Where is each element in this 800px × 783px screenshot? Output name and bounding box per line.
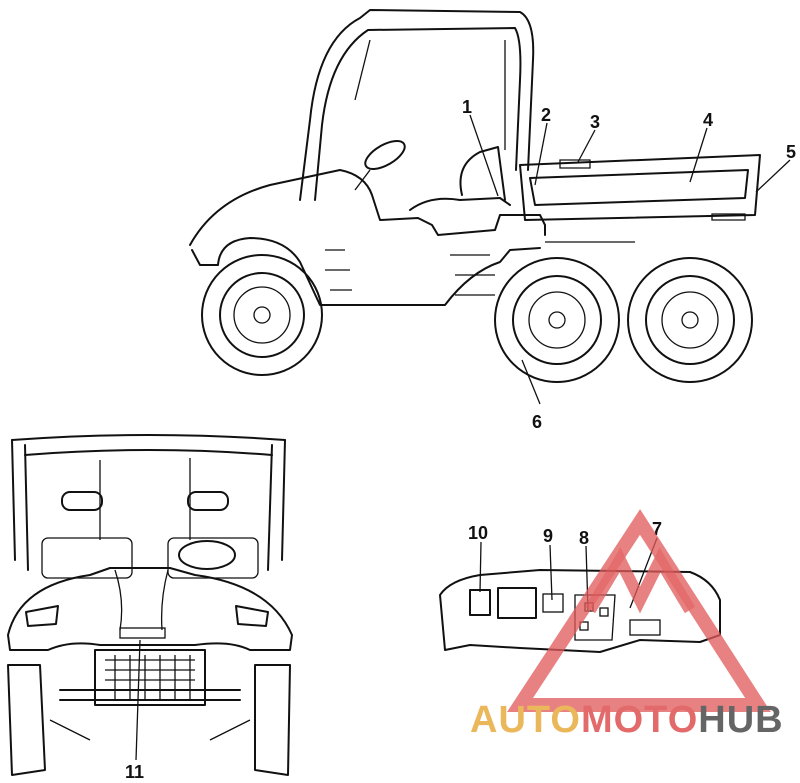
- middle-wheel-icon: [494, 257, 620, 383]
- callout-7: 7: [652, 519, 662, 539]
- side-view-vehicle-icon: [189, 9, 761, 383]
- callout-6: 6: [532, 412, 542, 432]
- callout-4: 4: [703, 110, 713, 130]
- callout-1: 1: [462, 97, 472, 117]
- watermark-text: AUTOMOTOHUB: [470, 699, 784, 741]
- callout-9: 9: [543, 526, 553, 546]
- callout-2: 2: [541, 105, 551, 125]
- watermark-auto: AUTO: [470, 699, 581, 741]
- front-view-vehicle-icon: [7, 434, 293, 776]
- watermark-hub: HUB: [698, 699, 783, 741]
- watermark: AUTOMOTOHUB: [470, 509, 784, 741]
- callout-labels: 1 2 3 4 5 6 7 8 9 10 11: [125, 97, 796, 782]
- callout-5: 5: [786, 142, 796, 162]
- triangle-m-logo-icon: [507, 509, 771, 712]
- callout-11: 11: [125, 762, 144, 782]
- rear-wheel-icon: [627, 257, 753, 383]
- callout-3: 3: [590, 112, 600, 132]
- callout-8: 8: [579, 528, 589, 548]
- front-wheel-icon: [201, 254, 323, 376]
- callout-10: 10: [468, 523, 488, 543]
- watermark-moto: MOTO: [581, 699, 698, 741]
